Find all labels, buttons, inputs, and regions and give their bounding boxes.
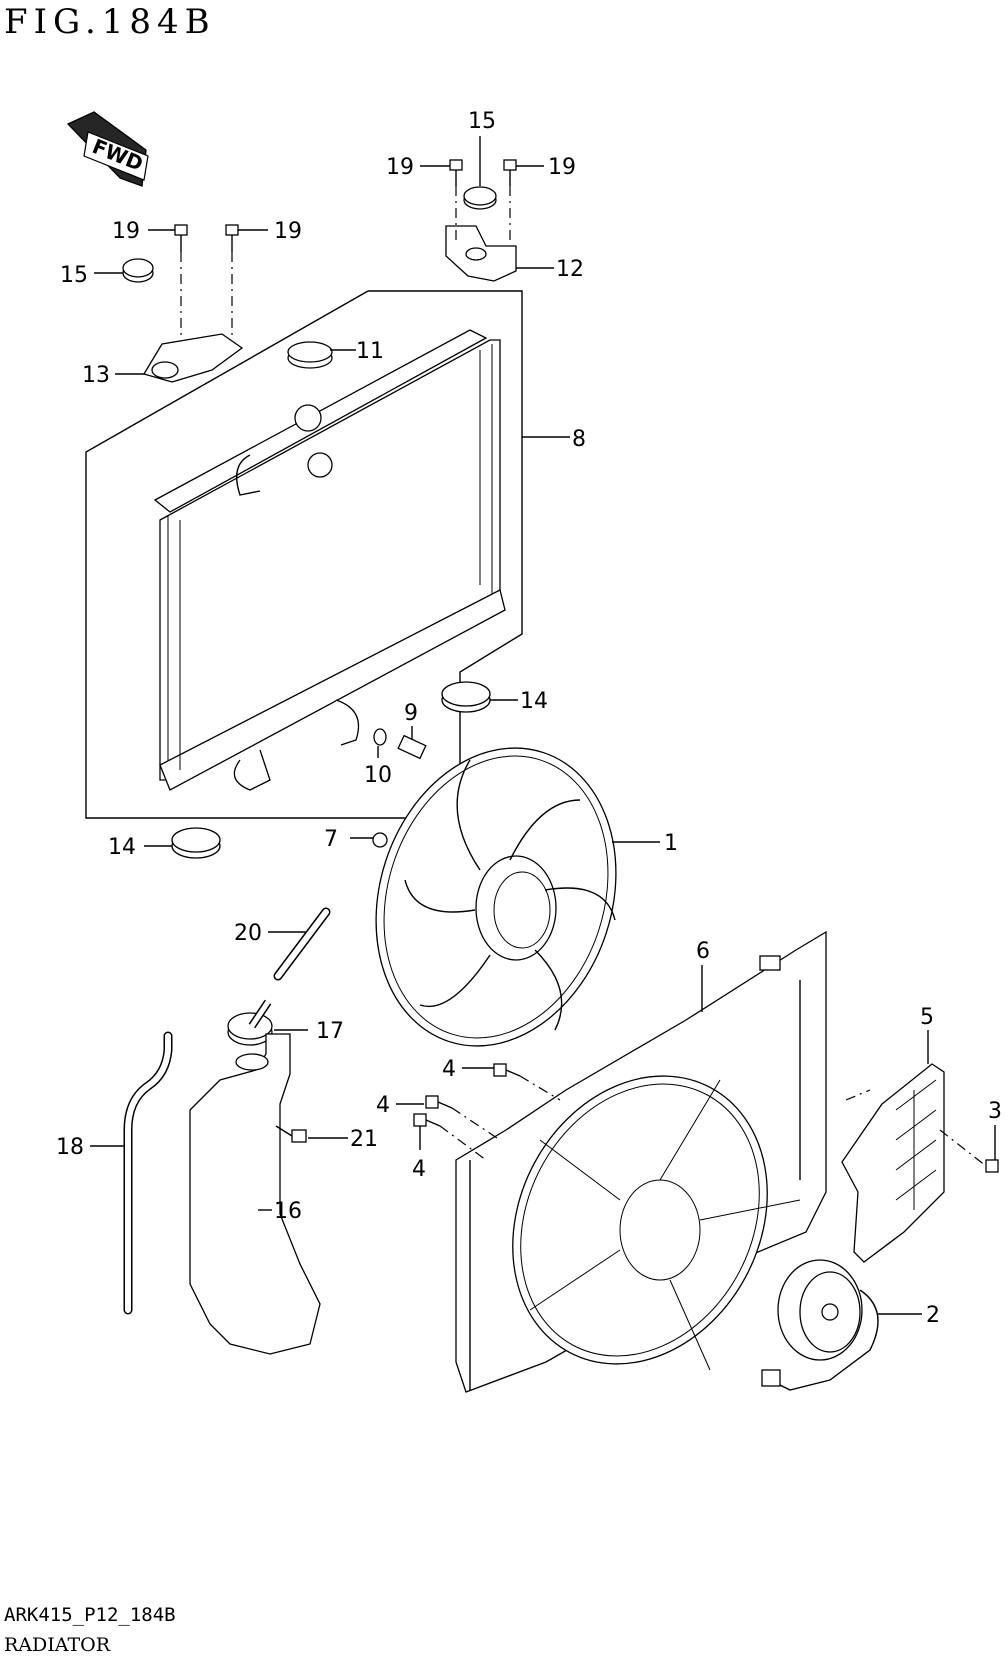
callout-5: 5 xyxy=(920,1005,934,1030)
figure-title: FIG.184B xyxy=(4,2,216,42)
callout-19-c: 19 xyxy=(386,155,414,180)
temperature-sensor xyxy=(397,734,427,760)
callout-12: 12 xyxy=(556,257,584,282)
callout-17: 17 xyxy=(316,1019,344,1044)
callout-4-a: 4 xyxy=(442,1057,456,1082)
callout-14-a: 14 xyxy=(520,689,548,714)
callout-21: 21 xyxy=(350,1127,378,1152)
callout-7: 7 xyxy=(324,827,338,852)
callout-6: 6 xyxy=(696,939,710,964)
callout-19-d: 19 xyxy=(548,155,576,180)
callout-16: 16 xyxy=(274,1199,302,1224)
leader-lines xyxy=(90,136,996,1315)
callout-labels: 1 2 3 4 4 4 5 6 7 8 9 10 11 12 13 14 14 … xyxy=(56,109,1002,1328)
cooling-fan xyxy=(375,747,617,1047)
shroud-cover xyxy=(841,1063,945,1263)
upper-bracket-left xyxy=(122,258,244,383)
radiator-core xyxy=(153,329,506,791)
callout-4-b: 4 xyxy=(376,1093,390,1118)
callout-18: 18 xyxy=(56,1135,84,1160)
upper-bracket-right xyxy=(445,186,517,282)
fwd-arrow-icon: FWD xyxy=(66,111,149,187)
radiator-assembly-frame xyxy=(85,290,523,819)
callout-10: 10 xyxy=(364,763,392,788)
fan-shroud xyxy=(455,930,827,1393)
callout-9: 9 xyxy=(404,701,418,726)
diagram-name: RADIATOR xyxy=(4,1634,111,1656)
callout-3: 3 xyxy=(988,1099,1002,1124)
callout-2: 2 xyxy=(926,1303,940,1328)
fan-nut xyxy=(372,832,388,848)
callout-11: 11 xyxy=(356,339,384,364)
o-ring xyxy=(373,728,387,746)
callout-20: 20 xyxy=(234,921,262,946)
callout-19-b: 19 xyxy=(274,219,302,244)
callout-14-b: 14 xyxy=(108,835,136,860)
bolt-3-icon xyxy=(985,1159,999,1173)
callout-4-c: 4 xyxy=(412,1157,426,1182)
callout-15-b: 15 xyxy=(60,263,88,288)
overflow-hose xyxy=(123,1031,173,1315)
fan-motor xyxy=(761,1259,879,1391)
callout-13: 13 xyxy=(82,363,110,388)
reservoir-cap xyxy=(227,999,273,1046)
bolt-icon xyxy=(174,159,517,252)
callout-15-a: 15 xyxy=(468,109,496,134)
callout-1: 1 xyxy=(664,831,678,856)
callout-19-a: 19 xyxy=(112,219,140,244)
reservoir-tank xyxy=(189,1033,321,1355)
bolt-21-icon xyxy=(275,1125,307,1143)
diagram-code: ARK415_P12_184B xyxy=(4,1604,176,1626)
callout-8: 8 xyxy=(572,427,586,452)
bolt-4-icons xyxy=(413,1063,521,1127)
